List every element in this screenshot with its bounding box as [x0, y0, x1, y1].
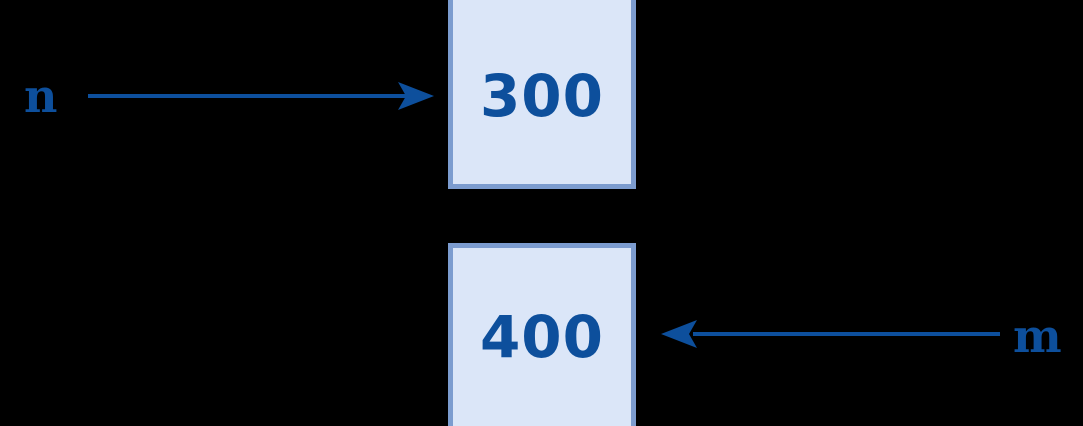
- arrow-m-head: [661, 320, 697, 348]
- arrow-n-to-300: [88, 82, 434, 110]
- memory-cell-bottom: 400: [448, 243, 636, 426]
- arrow-n-head: [398, 82, 434, 110]
- variable-label-n: n: [24, 69, 58, 123]
- memory-cell-top-value: 300: [479, 61, 605, 130]
- arrow-m-to-400: [661, 320, 1000, 348]
- memory-cell-bottom-value: 400: [479, 302, 605, 371]
- memory-cell-top: 300: [448, 0, 636, 189]
- variable-label-m: m: [1013, 309, 1062, 363]
